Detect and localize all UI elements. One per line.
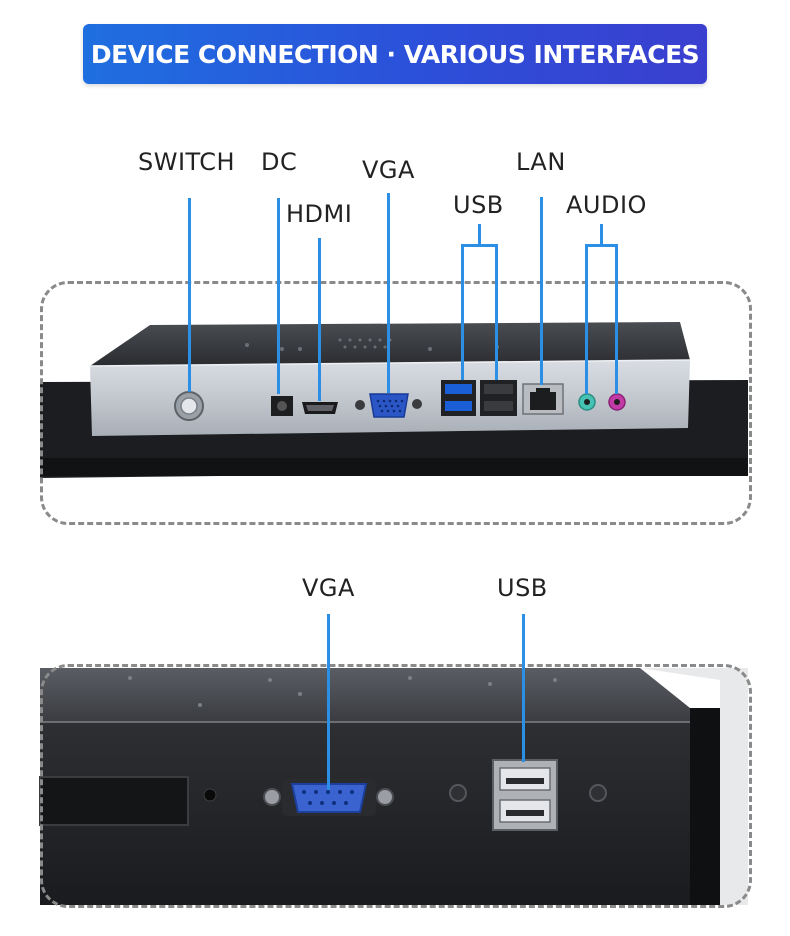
label-hdmi: HDMI — [286, 200, 353, 228]
leader-usb-bottom — [522, 614, 525, 762]
leader-audio-right — [615, 244, 618, 394]
leader-audio-stem — [600, 224, 603, 246]
label-usb-bottom: USB — [497, 574, 548, 602]
label-audio: AUDIO — [566, 191, 647, 219]
leader-usb-bar — [461, 244, 498, 247]
leader-lan — [540, 197, 543, 385]
leader-dc — [277, 198, 280, 394]
leader-audio-left — [585, 244, 588, 394]
label-usb-top: USB — [453, 191, 504, 219]
label-switch: SWITCH — [138, 148, 236, 176]
leader-usb-left — [461, 244, 464, 380]
leader-switch — [188, 198, 191, 392]
leader-vga-bottom — [327, 614, 330, 790]
label-lan: LAN — [516, 148, 566, 176]
bottom-dashed-frame — [40, 664, 752, 908]
label-vga-bottom: VGA — [302, 574, 355, 602]
banner-title: DEVICE CONNECTION · VARIOUS INTERFACES — [90, 39, 700, 69]
top-dashed-frame — [40, 281, 752, 525]
label-vga-top: VGA — [362, 156, 415, 184]
leader-usb-stem — [478, 224, 481, 246]
leader-vga-top — [387, 193, 390, 393]
label-dc: DC — [261, 148, 298, 176]
bottom-device — [39, 668, 748, 905]
title-banner: DEVICE CONNECTION · VARIOUS INTERFACES — [83, 24, 707, 84]
leader-audio-bar — [585, 244, 618, 247]
leader-hdmi — [318, 238, 321, 401]
leader-usb-right — [495, 244, 498, 380]
